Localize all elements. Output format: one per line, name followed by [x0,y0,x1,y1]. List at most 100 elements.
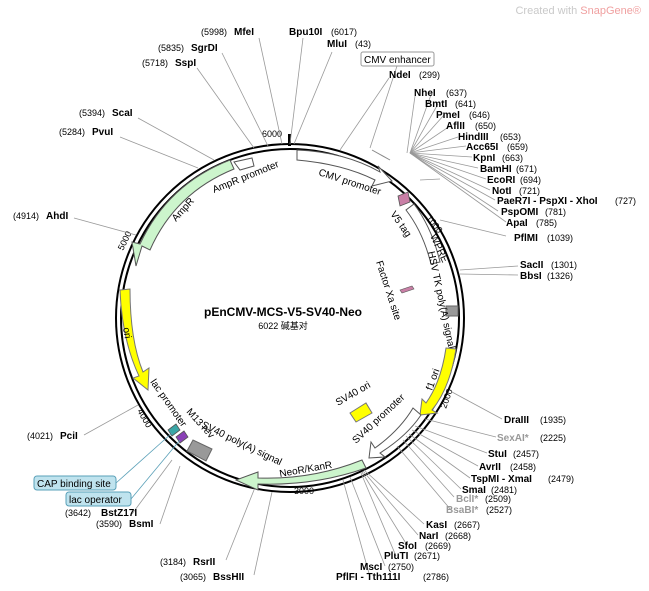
site-name-pluti: PluTI [384,551,409,562]
site-name-sacii: SacII [520,260,544,271]
site-pos-pspomi: (781) [545,207,566,217]
site-name-bpu10i: Bpu10I [289,27,323,38]
site-name-pflmi: PflMI [514,233,538,244]
plasmid-size: 6022 碱基对 [258,320,308,331]
site-name-ndei: NdeI [389,70,411,81]
origin-marker [288,134,291,146]
site-name-mfei: MfeI [234,27,254,38]
site-name-stui: StuI [488,449,507,460]
watermark-brand: SnapGene® [580,5,641,17]
site-name-bsabi: BsaBI* [446,505,478,516]
sv40-polya-label: SV40 poly(A) signal [200,420,284,468]
lac-operator-block [175,430,189,444]
site-name-paer7i: PaeR7I - PspXI - XhoI [497,196,598,207]
site-pos-bpu10i: (6017) [331,27,357,37]
hsv-tk-polya-label: HSV TK poly(A) signal [425,250,456,349]
site-pos-ahdi: (4914) [13,211,39,221]
site-pos-draiii: (1935) [540,415,566,425]
site-pos-bamhi: (671) [516,164,537,174]
site-name-nari: NarI [419,531,439,542]
site-name-avrii: AvrII [479,462,501,473]
factor-xa-label: Factor Xa site [373,260,403,322]
site-name-tspmi-xmai: TspMI - XmaI [471,474,532,485]
site-pos-avrii: (2458) [510,462,536,472]
snapgene-watermark: Created with SnapGene® [515,5,641,17]
site-name-bcli: BclI* [456,494,478,505]
site-pos-scai: (5394) [79,108,105,118]
lac-operator-label: lac operator [69,495,122,506]
site-name-mlui: MluI [327,39,347,50]
site-name-acc65i: Acc65I [466,142,498,153]
sv40-polya-block [186,439,213,462]
v5-tag-block [397,191,411,207]
site-pos-mfei: (5998) [201,27,227,37]
site-pos-pluti: (2671) [414,551,440,561]
site-name-rsrii: RsrII [193,557,215,568]
site-name-pcii: PciI [60,431,78,442]
wpre-block [405,203,441,265]
site-pos-sacii: (1301) [551,260,577,270]
site-pos-kpni: (663) [502,153,523,163]
site-pos-pmei: (646) [469,110,490,120]
site-name-pflfi-tth111i: PflFI - Tth111I [336,572,401,583]
site-name-scai: ScaI [112,108,133,119]
site-name-noti: NotI [492,186,512,197]
site-name-ecori: EcoRI [487,175,516,186]
site-pos-msci: (2750) [388,562,414,572]
ori-label: ori [120,327,133,340]
site-leaders [73,37,519,578]
site-name-sgrdi: SgrDI [191,43,218,54]
site-name-kpni: KpnI [473,153,495,164]
tick-label-6000: 6000 [262,129,282,139]
site-name-kasi: KasI [426,520,447,531]
site-pos-ndei: (299) [419,70,440,80]
site-name-aflii: AflII [446,121,465,132]
neor-kanr-arrow [234,459,367,491]
site-pos-sgrdi: (5835) [158,43,184,53]
cmv-enhancer-line [369,65,398,149]
factor-xa-block [399,285,415,294]
cap-binding-site-tag: CAP binding site [33,475,117,491]
site-pos-bsmi: (3590) [96,519,122,529]
site-pos-rsrii: (3184) [160,557,186,567]
site-name-pvui: PvuI [92,127,113,138]
cmv-enhancer-label-box: CMV enhancer [360,51,435,67]
site-pos-acc65i: (659) [507,142,528,152]
site-pos-pflmi: (1039) [547,233,573,243]
site-name-bsshii: BssHII [213,572,244,583]
site-pos-apai: (785) [536,218,557,228]
cap-binding-site-label: CAP binding site [37,479,111,490]
site-pos-nari: (2668) [445,531,471,541]
plasmid-title: pEnCMV-MCS-V5-SV40-Neo [204,305,362,319]
cmv-enhancer-leader [371,149,391,161]
sv40-promoter-arrow [368,407,422,459]
site-name-hindiii: HindIII [458,132,489,143]
site-name-pmei: PmeI [436,110,460,121]
hsv-tk-polya-block [445,305,459,317]
site-name-sspi: SspI [175,58,196,69]
site-pos-paer7i: (727) [615,196,636,206]
f1-ori-arrow [419,347,457,416]
backbone-inner-ring [120,148,460,488]
site-pos-pcii: (4021) [27,431,53,441]
cmv-promoter-arrow [296,149,393,187]
site-name-bbsi: BbsI [520,271,542,282]
site-name-bsmi: BsmI [129,519,154,530]
ampr-arrow [131,159,235,267]
site-name-sexai: SexAI* [497,433,529,444]
site-name-bamhi: BamHI [480,164,512,175]
watermark-prefix: Created with [515,5,581,17]
site-pos-sexai: (2225) [540,433,566,443]
site-name-nhei: NheI [414,88,436,99]
lac-promoter-label: lac promoter [148,377,189,429]
site-pos-kasi: (2667) [454,520,480,530]
site-pos-bstz17i: (3642) [65,508,91,518]
lac-operator-leader [130,439,181,500]
mcs-site-leaders [409,91,507,223]
site-pos-stui: (2457) [513,449,539,459]
site-name-draiii: DraIII [504,415,529,426]
tick-label-3000: 3000 [294,486,314,496]
sv40-ori-block [349,402,373,423]
site-name-smai: SmaI [462,485,486,496]
